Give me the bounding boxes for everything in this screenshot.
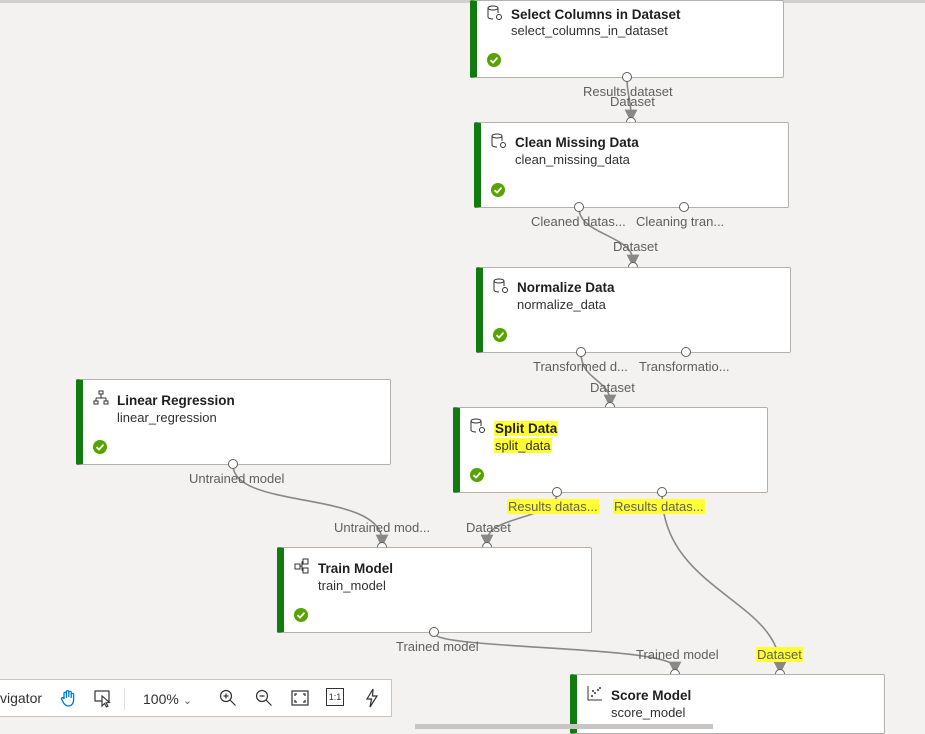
status-complete-icon — [470, 468, 484, 482]
wire-clean-to-normalize — [578, 207, 640, 268]
module-subtitle: clean_missing_data — [515, 152, 630, 167]
port-label: Cleaning tran... — [636, 214, 725, 229]
module-subtitle: train_model — [318, 578, 386, 593]
port-label: Untrained model — [189, 471, 285, 486]
scatter-plot-icon — [587, 686, 602, 701]
chevron-down-icon: ⌄ — [182, 695, 193, 707]
module-title: Normalize Data — [517, 280, 615, 295]
port-label: Transformatio... — [639, 359, 730, 374]
train-model-icon — [294, 558, 309, 574]
port-label: Results dataset — [583, 84, 673, 99]
hand-pan-icon[interactable] — [58, 688, 78, 708]
module-select-columns[interactable]: Select Columns in Dataset select_columns… — [470, 0, 784, 78]
toolbar-divider — [124, 688, 125, 710]
module-title: Clean Missing Data — [515, 135, 639, 150]
status-complete-icon — [487, 53, 501, 67]
actual-size-button[interactable]: 1:1 — [326, 688, 344, 706]
port-label: Dataset — [466, 520, 511, 535]
fit-to-screen-icon[interactable] — [290, 688, 310, 708]
module-title: Score Model — [611, 688, 692, 703]
zoom-out-icon[interactable] — [254, 688, 274, 708]
port-label: Cleaned datas... — [531, 214, 626, 229]
module-title: Linear Regression — [117, 393, 235, 408]
status-complete-icon — [491, 183, 505, 197]
port-clean-output-2[interactable] — [679, 202, 689, 212]
port-label: Trained model — [636, 647, 719, 662]
module-subtitle: linear_regression — [117, 410, 217, 425]
status-complete-icon — [93, 440, 107, 454]
module-clean-missing-data[interactable]: Clean Missing Data clean_missing_data — [474, 122, 789, 208]
horizontal-scrollbar[interactable] — [415, 724, 713, 729]
zoom-in-icon[interactable] — [218, 688, 238, 708]
module-subtitle: normalize_data — [517, 297, 606, 312]
port-lr-output[interactable] — [228, 459, 238, 469]
port-normalize-output-2[interactable] — [681, 347, 691, 357]
module-subtitle: score_model — [611, 705, 686, 720]
port-normalize-output-1[interactable] — [576, 347, 586, 357]
port-select-output[interactable] — [622, 72, 632, 82]
port-split-output-2[interactable] — [657, 487, 667, 497]
top-border — [0, 0, 925, 3]
wire-split-to-score — [661, 492, 787, 675]
highlighted-port-label: Results datas... — [507, 499, 599, 514]
port-clean-output-1[interactable] — [574, 202, 584, 212]
module-linear-regression[interactable]: Linear Regression linear_regression — [76, 379, 391, 465]
port-label: Results datas... — [507, 499, 599, 514]
module-subtitle: split_data — [494, 438, 552, 453]
module-title: Train Model — [318, 561, 394, 576]
port-label: Results datas... — [613, 499, 705, 514]
status-complete-icon — [493, 328, 507, 342]
highlighted-subtitle: split_data — [494, 438, 552, 453]
module-split-data[interactable]: Split Data split_data — [453, 407, 768, 493]
port-label: Untrained mod... — [334, 520, 431, 535]
port-label: Dataset — [590, 380, 635, 395]
hierarchy-model-icon — [93, 390, 109, 405]
port-label: Trained model — [396, 639, 479, 654]
auto-layout-icon[interactable] — [362, 688, 382, 708]
select-pointer-icon[interactable] — [93, 688, 113, 708]
dataset-transform-icon — [491, 133, 506, 148]
wire-normalize-to-split — [580, 352, 617, 408]
module-train-model[interactable]: Train Model train_model — [277, 547, 592, 633]
port-train-output[interactable] — [429, 627, 439, 637]
module-title: Split Data — [494, 421, 559, 436]
wire-train-to-score — [433, 632, 682, 675]
module-title: Select Columns in Dataset — [511, 7, 681, 22]
dataset-transform-icon — [470, 418, 485, 433]
module-subtitle: select_columns_in_dataset — [511, 23, 668, 38]
wire-lr-to-train — [232, 464, 389, 548]
module-normalize-data[interactable]: Normalize Data normalize_data — [476, 267, 791, 353]
zoom-level-dropdown[interactable]: 100%⌄ — [143, 691, 192, 707]
dataset-transform-icon — [487, 5, 502, 20]
zoom-level-value: 100% — [143, 691, 179, 707]
port-label: Dataset — [756, 647, 803, 662]
port-label: Dataset — [613, 239, 658, 254]
port-split-output-1[interactable] — [552, 487, 562, 497]
navigator-toggle[interactable]: vigator — [0, 690, 43, 706]
port-label: Transformed d... — [533, 359, 628, 374]
status-complete-icon — [294, 608, 308, 622]
highlighted-port-label: Results datas... — [613, 499, 705, 514]
highlighted-port-label: Dataset — [756, 647, 803, 662]
port-label: Dataset — [610, 94, 655, 109]
canvas-toolbar: vigator 100%⌄ 1:1 — [0, 679, 392, 717]
highlighted-title: Split Data — [494, 421, 559, 436]
dataset-transform-icon — [493, 278, 508, 293]
